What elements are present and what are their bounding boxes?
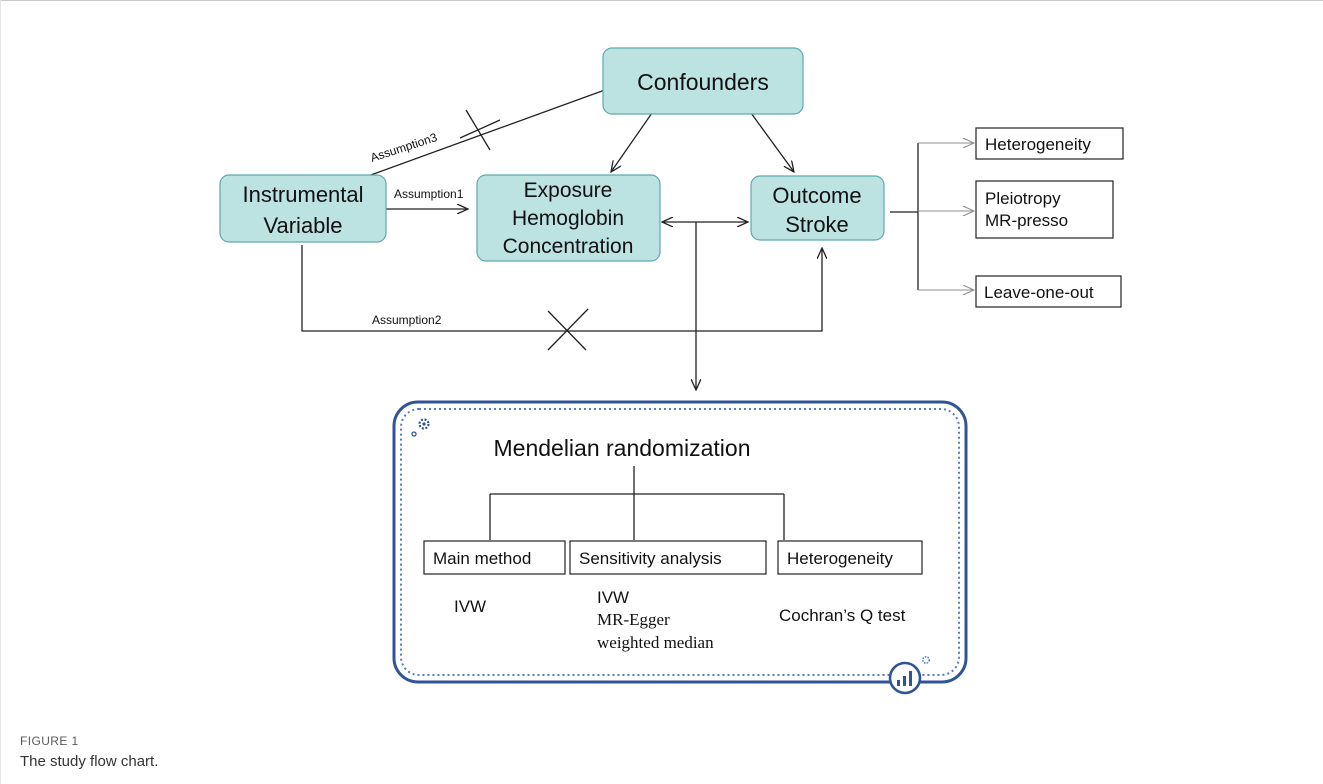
main-detail-ivw: IVW — [454, 597, 486, 616]
cross-assumption2 — [547, 308, 589, 351]
box-leave-one-out: Leave-one-out — [975, 275, 1122, 308]
box-heterogeneity-label: Heterogeneity — [985, 135, 1091, 154]
edge-instrumental-outcome — [301, 245, 822, 332]
chart-icon — [888, 655, 930, 695]
mr-panel: Mendelian randomization Main method Sens… — [392, 400, 968, 695]
node-exposure-line1: Exposure — [524, 179, 613, 202]
sensitivity-detail-mregger: MR-Egger — [597, 610, 670, 629]
sensitivity-detail-weighted-median: weighted median — [597, 633, 714, 652]
assumption3-label: Assumption3 — [369, 130, 440, 165]
cross-assumption3 — [459, 109, 501, 151]
method-box-sensitivity — [569, 540, 767, 575]
node-instrumental-line1: Instrumental — [242, 182, 363, 207]
mr-panel-title: Mendelian randomization — [494, 435, 751, 461]
left-divider — [0, 0, 1, 784]
box-pleiotropy-line1: Pleiotropy — [985, 189, 1061, 208]
box-heterogeneity: Heterogeneity — [975, 127, 1124, 160]
method-box-heterogeneity — [777, 540, 923, 575]
assumption2-label: Assumption2 — [372, 313, 442, 327]
method-label-main: Main method — [433, 549, 531, 568]
top-divider — [0, 0, 1323, 1]
node-outcome-line2: Stroke — [785, 212, 849, 237]
edge-confounders-exposure — [611, 112, 653, 172]
node-exposure: Exposure Hemoglobin Concentration — [476, 174, 661, 262]
method-label-heterogeneity: Heterogeneity — [787, 549, 893, 568]
method-box-main — [423, 540, 566, 575]
figure-label: FIGURE 1 — [20, 734, 79, 748]
node-instrumental-line2: Variable — [263, 213, 342, 238]
box-leave-one-out-label: Leave-one-out — [984, 283, 1094, 302]
node-instrumental-variable: Instrumental Variable — [219, 174, 387, 243]
node-outcome-line1: Outcome — [772, 183, 861, 208]
sensitivity-detail-ivw: IVW — [597, 588, 629, 607]
box-pleiotropy-line2: MR-presso — [985, 211, 1068, 230]
gear-icon — [411, 418, 430, 437]
edge-instrumental-confounders — [367, 79, 635, 177]
figure-caption: The study flow chart. — [20, 753, 159, 770]
node-exposure-line3: Concentration — [503, 235, 634, 258]
box-pleiotropy: Pleiotropy MR-presso — [975, 180, 1114, 239]
node-outcome: Outcome Stroke — [750, 175, 885, 241]
node-exposure-line2: Hemoglobin — [512, 207, 624, 230]
node-confounders: Confounders — [602, 47, 804, 115]
node-confounders-label: Confounders — [637, 69, 769, 95]
heterogeneity-detail-cochran: Cochran’s Q test — [779, 606, 906, 625]
assumption1-label: Assumption1 — [394, 187, 464, 201]
edge-confounders-outcome — [750, 112, 794, 172]
method-label-sensitivity: Sensitivity analysis — [579, 549, 722, 568]
